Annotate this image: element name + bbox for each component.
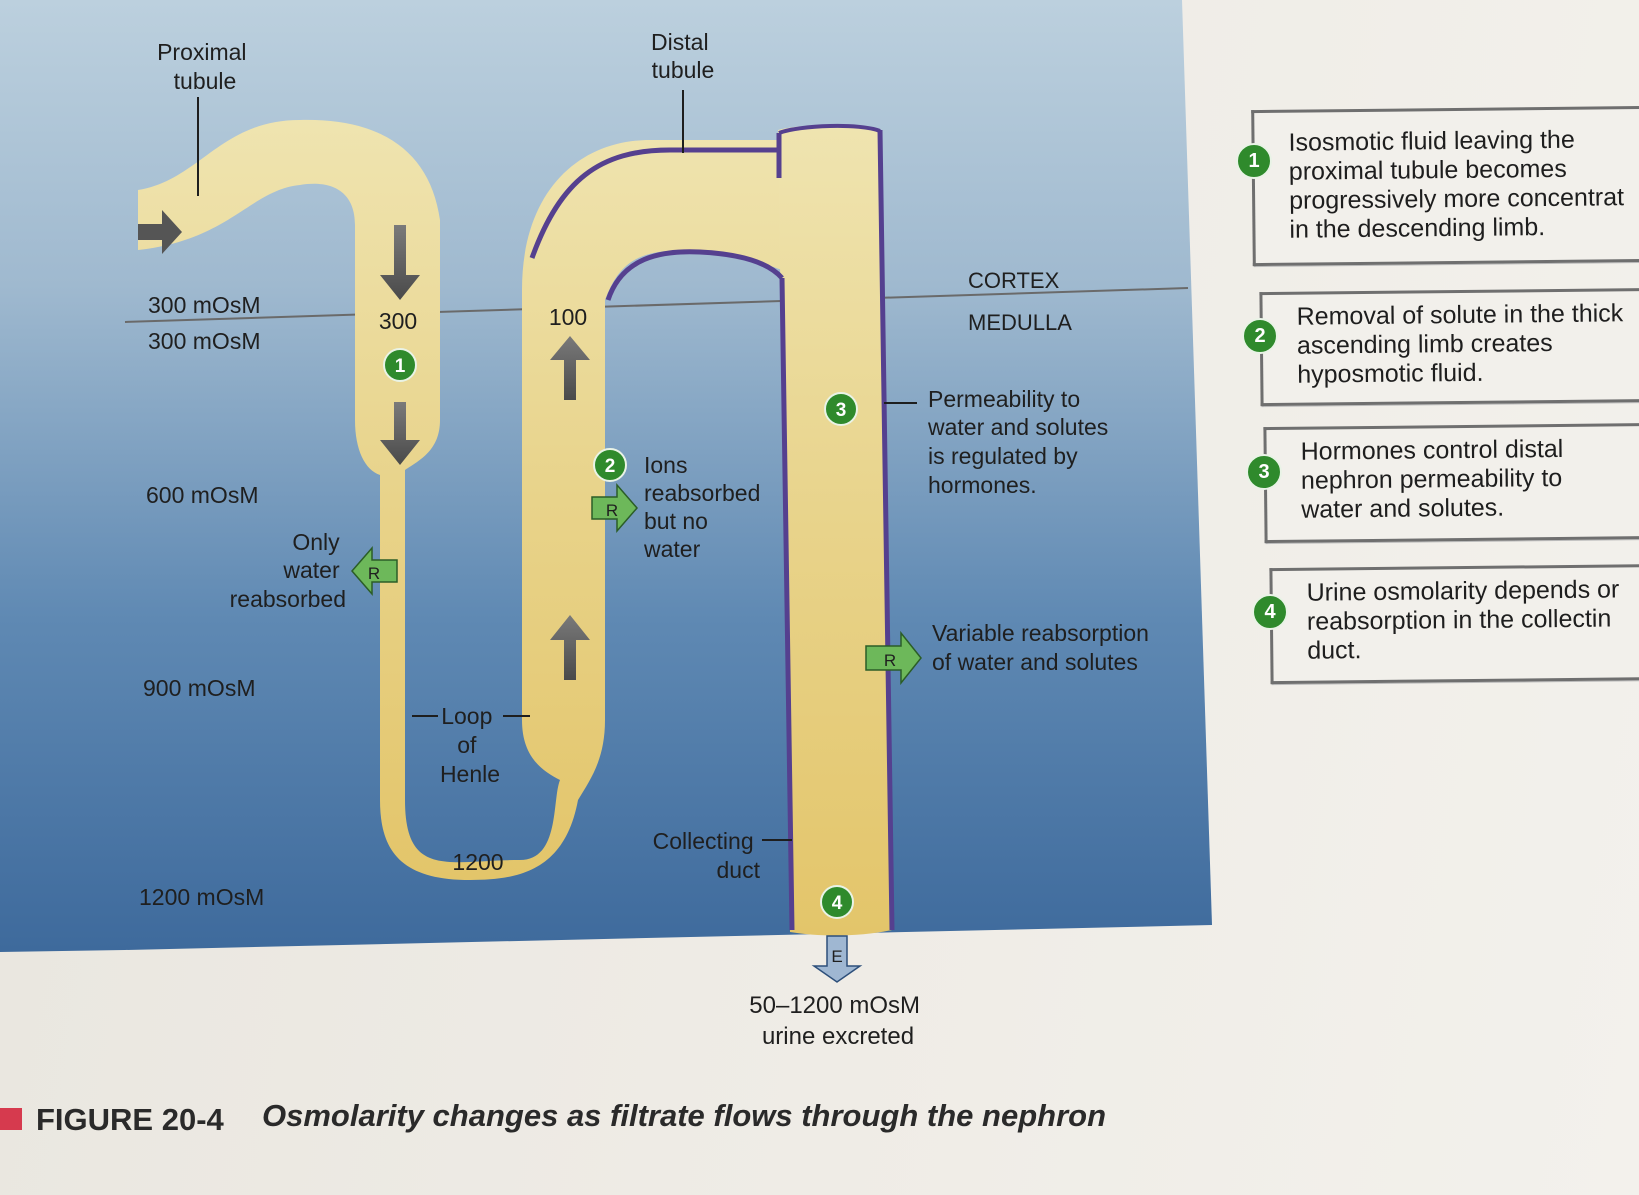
medulla-label: MEDULLA <box>968 310 1072 335</box>
collecting-duct-tube <box>778 124 892 936</box>
diagram-step-4: 4 <box>820 885 854 919</box>
callout-2: Removal of solute in the thick ascending… <box>1259 287 1639 407</box>
svg-text:4: 4 <box>832 893 843 914</box>
permeability-label: Permeability to water and solutes is reg… <box>927 386 1115 498</box>
svg-text:1: 1 <box>395 356 406 377</box>
callout-1-text: Isosmotic fluid leaving the proximal tub… <box>1288 125 1625 244</box>
caption-title: Osmolarity changes as filtrate flows thr… <box>262 1098 1107 1133</box>
distal-tubule-outer-outline <box>529 147 778 259</box>
diagram-step-1: 1 <box>383 348 417 382</box>
callout-3: Hormones control distal nephron permeabi… <box>1263 422 1639 544</box>
callout-2-step-icon: 2 <box>1242 318 1278 354</box>
callout-1-step-icon: 1 <box>1236 143 1272 179</box>
distal-tubule-inner-outline <box>605 249 784 301</box>
loop-of-henle-label: Loop of Henle <box>440 703 500 787</box>
svg-text:R: R <box>606 501 618 520</box>
osmolarity-900: 900 mOsM <box>143 675 255 701</box>
osmolarity-600: 600 mOsM <box>146 482 258 508</box>
callout-1: Isosmotic fluid leaving the proximal tub… <box>1251 105 1639 267</box>
svg-text:E: E <box>831 947 842 966</box>
osmolarity-300-medulla: 300 mOsM <box>148 328 260 354</box>
urine-excreted-label: 50–1200 mOsM urine excreted <box>749 992 926 1050</box>
osmolarity-300-cortex: 300 mOsM <box>148 292 260 318</box>
collecting-duct-outline <box>776 129 895 931</box>
proximal-tubule-label: Proximal tubule <box>157 39 253 94</box>
diagram-step-2: 2 <box>593 448 627 482</box>
callout-3-step-icon: 3 <box>1246 454 1282 490</box>
tubule-value-1200: 1200 <box>452 849 503 875</box>
reabsorption-arrow-descending: R <box>351 545 398 597</box>
descending-flow-arrow-2 <box>380 402 420 465</box>
osmolarity-1200: 1200 mOsM <box>139 884 264 910</box>
callout-4-text: Urine osmolarity depends or reabsorption… <box>1306 575 1620 665</box>
descending-flow-arrow-1 <box>380 225 420 300</box>
inflow-arrow <box>138 210 182 254</box>
svg-text:3: 3 <box>836 400 847 421</box>
collecting-duct-label: Collecting duct <box>653 828 761 883</box>
callout-2-text: Removal of solute in the thick ascending… <box>1296 299 1624 389</box>
variable-reabsorption-label: Variable reabsorption of water and solut… <box>932 620 1155 675</box>
svg-text:R: R <box>368 564 380 583</box>
tubule-value-100: 100 <box>549 304 587 330</box>
cortex-label: CORTEX <box>968 268 1060 293</box>
svg-text:R: R <box>884 651 896 670</box>
caption-figure-number: FIGURE 20-4 <box>36 1102 224 1137</box>
collecting-duct-top-outline <box>778 123 881 135</box>
callout-4-step-icon: 4 <box>1252 594 1288 630</box>
tubule-value-300: 300 <box>379 308 417 334</box>
distal-tubule-label: Distal tubule <box>651 29 715 83</box>
diagram-step-3: 3 <box>824 392 858 426</box>
ions-reabsorbed-label: Ions reabsorbed but no water <box>643 452 767 562</box>
ascending-flow-arrow-1 <box>550 336 590 400</box>
figure-caption: FIGURE 20-4 Osmolarity changes as filtra… <box>0 1098 1200 1138</box>
callout-4: Urine osmolarity depends or reabsorption… <box>1269 563 1639 685</box>
only-water-label: Only water reabsorbed <box>230 529 346 612</box>
nephron-tubule <box>138 119 782 880</box>
callout-3-text: Hormones control distal nephron permeabi… <box>1300 434 1564 524</box>
reabsorption-arrow-ascending: R <box>591 482 638 534</box>
svg-text:2: 2 <box>605 456 616 477</box>
excretion-arrow: E <box>811 935 863 983</box>
cortex-medulla-boundary <box>124 287 1189 323</box>
reabsorption-arrow-collecting: R <box>865 630 922 686</box>
caption-marker <box>0 1108 22 1130</box>
ascending-flow-arrow-2 <box>550 615 590 680</box>
